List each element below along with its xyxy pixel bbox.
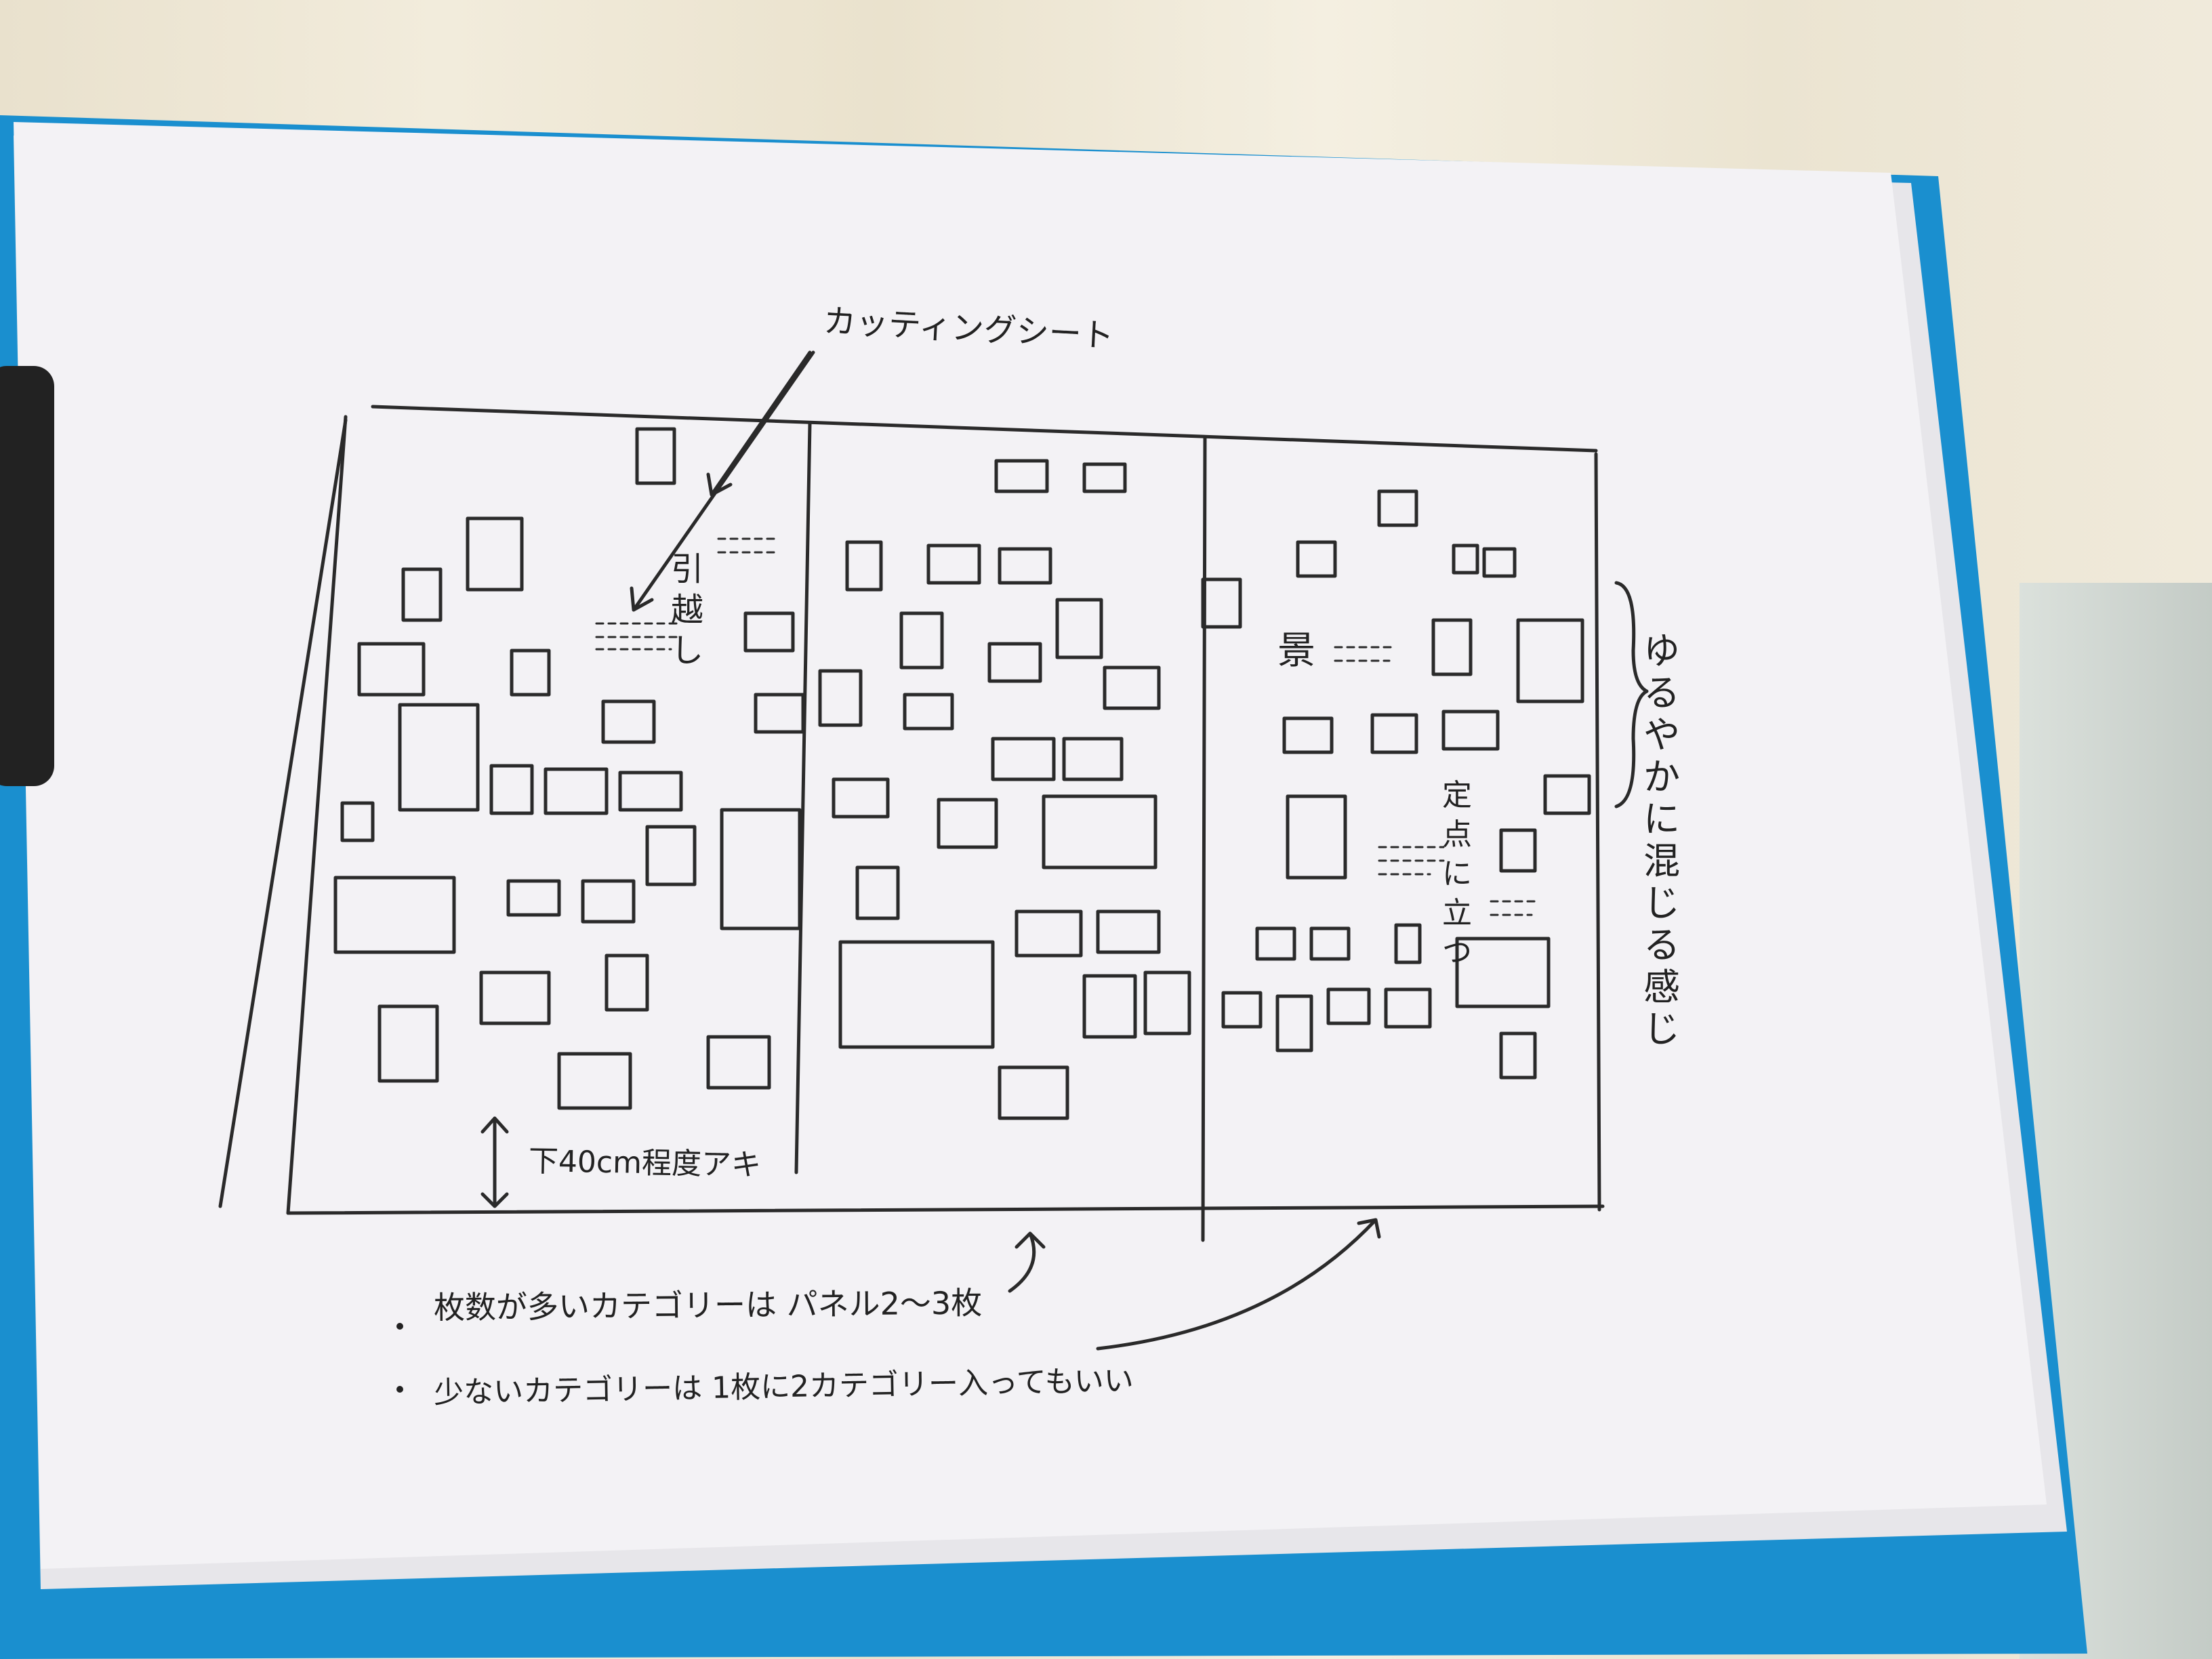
panel-right-line: [1594, 452, 1601, 1212]
panel-divider-1: [794, 422, 812, 1174]
panel-divider-2: [1201, 435, 1207, 1242]
cutting-mark-3: [1334, 646, 1397, 662]
cutting-mark-5: [1490, 900, 1540, 916]
note-arrow-1: [1008, 1231, 1046, 1293]
side-brace: [1614, 581, 1649, 808]
panel-2-frames: [818, 459, 1191, 1120]
panel-top-line: [371, 405, 1598, 453]
cutting-mark-4: [1378, 846, 1445, 876]
cutting-mark-2: [717, 537, 781, 554]
sketch-lines: [218, 350, 1649, 1351]
note-arrow-2: [1096, 1218, 1381, 1351]
label-pic: 景: [1277, 629, 1315, 673]
note-1: 枚数が多いカテゴリーは パネル2〜3枚: [433, 1284, 983, 1326]
label-side-note: ゆるやかに混じる感じ: [1643, 630, 1680, 1050]
panel-3-frames: [1201, 489, 1591, 1080]
perspective-line: [218, 418, 348, 1208]
gap-arrow: [480, 1116, 509, 1208]
panel-1-frames: [333, 427, 805, 1110]
label-bottom-gap: 下40cm程度アキ: [528, 1144, 762, 1183]
label-fixed-point: 定点に立つ: [1442, 778, 1472, 970]
label-ibu: 引越し: [671, 550, 704, 670]
panel-left-line: [286, 415, 348, 1215]
arrow-cut-2: [630, 350, 815, 612]
bullet-1: [396, 1323, 403, 1330]
bullet-2: [396, 1386, 403, 1393]
clip-grip: [0, 366, 54, 786]
panel-bottom-line: [286, 1204, 1605, 1215]
cutting-mark-1: [595, 622, 679, 651]
